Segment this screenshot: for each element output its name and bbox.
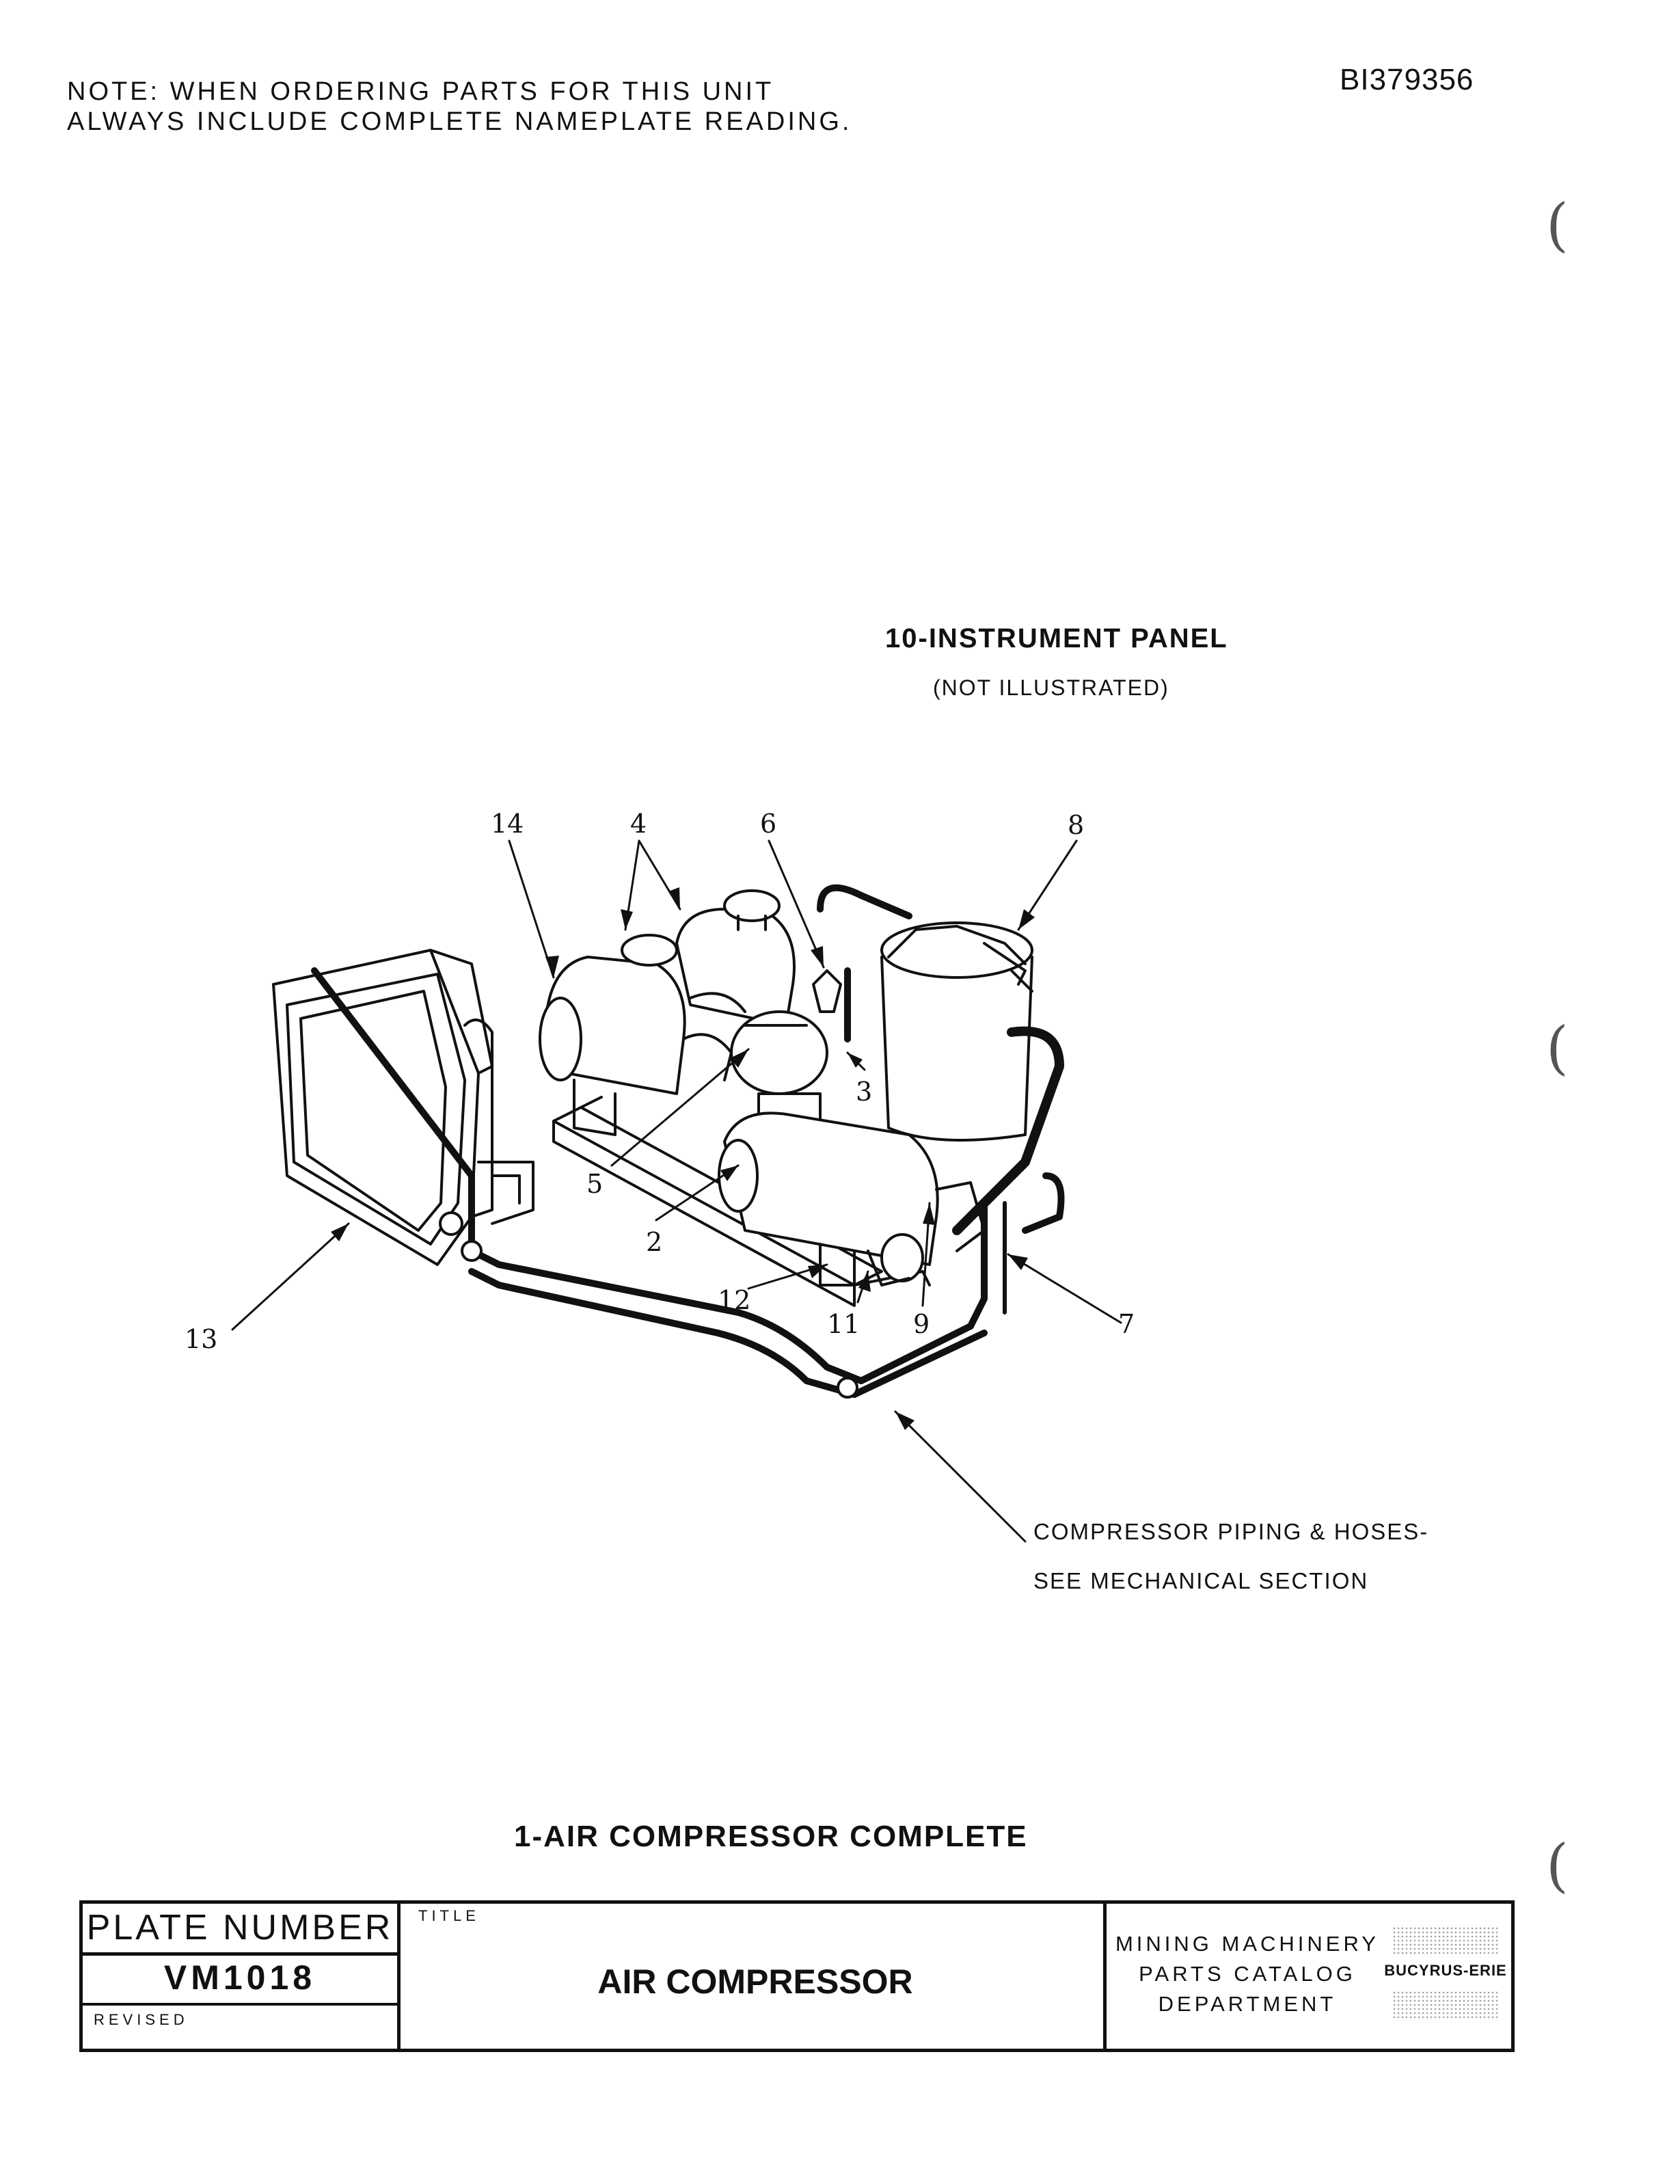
callout-3: 3 (856, 1077, 872, 1107)
plate-title: AIR COMPRESSOR (597, 1963, 913, 2001)
compressor-motor-rear (675, 889, 796, 1027)
logo-stipple-top (1392, 1926, 1499, 1956)
piping-hoses (311, 884, 1065, 1399)
compressor-motor-front (539, 934, 746, 1136)
document-id: BI379356 (1340, 63, 1474, 96)
department-block: MINING MACHINERY PARTS CATALOG DEPARTMEN… (1111, 1929, 1384, 2019)
title-block (79, 1900, 1515, 2052)
department-line1: MINING MACHINERY (1115, 1932, 1379, 1956)
separator-tank (880, 921, 1033, 1142)
callout-12: 12 (718, 1285, 750, 1315)
logo-text: BUCYRUS-ERIE (1384, 1962, 1507, 1979)
plate-number-value: VM1018 (83, 1952, 401, 2006)
plate-number-label: PLATE NUMBER (83, 1904, 401, 1956)
department-line3: DEPARTMENT (1158, 1992, 1337, 2016)
ordering-note: NOTE: WHEN ORDERING PARTS FOR THIS UNIT … (67, 77, 852, 137)
margin-mark-middle: ( (1546, 1014, 1569, 1081)
callout-14: 14 (491, 809, 524, 839)
department-line2: PARTS CATALOG (1139, 1962, 1356, 1986)
title-label: TITLE (418, 1907, 480, 1924)
piping-note-line1: COMPRESSOR PIPING & HOSES- (1033, 1519, 1429, 1544)
logo-stipple-bottom (1392, 1991, 1499, 2021)
revised-label: REVISED (83, 2006, 401, 2049)
callout-arrowheads (331, 887, 1035, 1430)
callout-4: 4 (630, 809, 647, 839)
callout-8: 8 (1068, 810, 1084, 840)
instrument-panel-title: 10-INSTRUMENT PANEL (885, 623, 1228, 653)
callout-6: 6 (760, 809, 776, 839)
callout-2: 2 (646, 1227, 662, 1257)
piping-note-line2: SEE MECHANICAL SECTION (1033, 1568, 1369, 1593)
radiator-cooler (272, 949, 534, 1266)
callout-13: 13 (185, 1324, 217, 1354)
callout-5: 5 (586, 1169, 603, 1199)
ordering-note-line1: NOTE: WHEN ORDERING PARTS FOR THIS UNIT (67, 77, 774, 106)
figure-caption: 1-AIR COMPRESSOR COMPLETE (514, 1820, 1028, 1853)
callout-7: 7 (1118, 1309, 1135, 1339)
margin-mark-top: ( (1546, 191, 1569, 258)
instrument-panel-subtitle: (NOT ILLUSTRATED) (933, 675, 1169, 700)
compressor-air-end (718, 1111, 986, 1286)
bucyrus-erie-logo: BUCYRUS-ERIE (1384, 1919, 1507, 2029)
ordering-note-line2: ALWAYS INCLUDE COMPLETE NAMEPLATE READIN… (67, 107, 852, 136)
margin-mark-bottom: ( (1546, 1832, 1569, 1899)
callout-9: 9 (913, 1309, 930, 1339)
callout-11: 11 (827, 1309, 860, 1339)
title-block-divider (1103, 1904, 1107, 2049)
